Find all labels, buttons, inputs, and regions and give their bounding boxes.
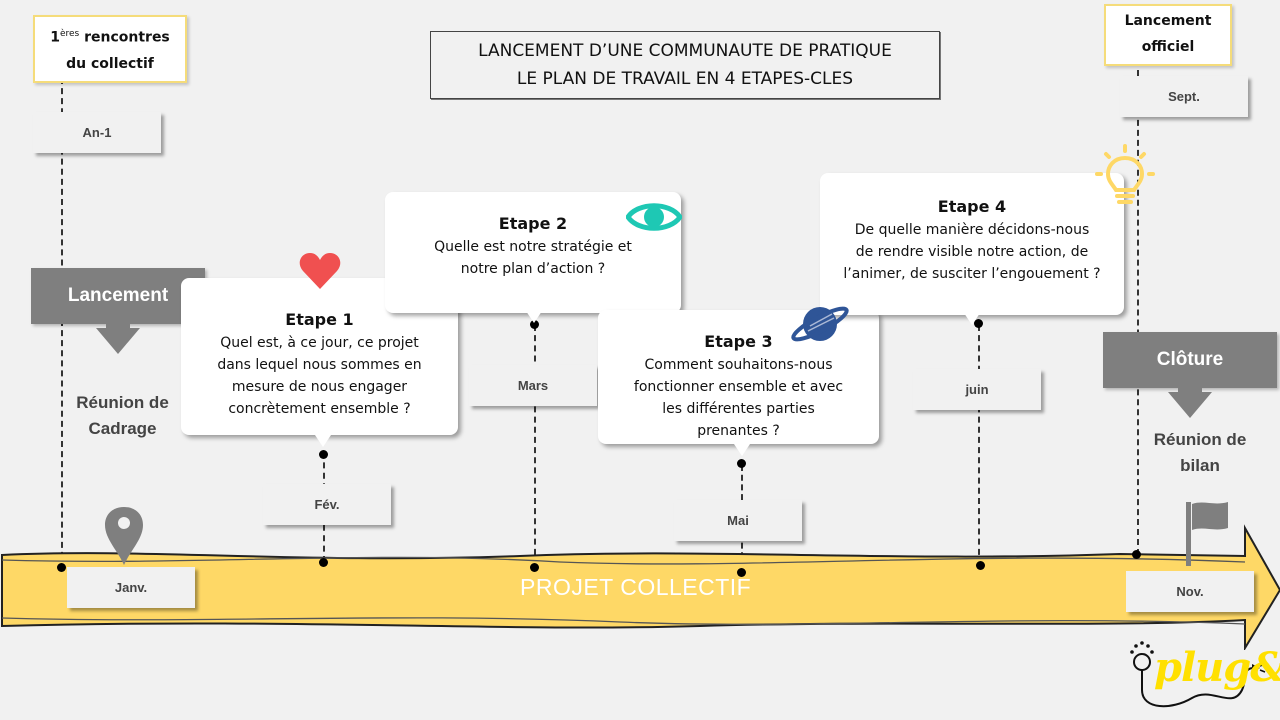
plug-logo: plug& <box>1122 640 1280 715</box>
step-4-title: Etape 4 <box>937 197 1007 216</box>
step-1-line-1: Quel est, à ce jour, ce projet <box>220 335 419 351</box>
phase-closure-sub1: Réunion de <box>1153 430 1247 449</box>
phase-launch-sub: Réunion de Cadrage <box>60 390 185 442</box>
dot-mars <box>530 563 539 572</box>
band-edge-bottom <box>1 617 1246 625</box>
step-3-title: Etape 3 <box>704 332 773 351</box>
band-edge-top <box>1 556 1246 565</box>
phase-launch-sub2: Cadrage <box>88 419 157 438</box>
dot-mai <box>737 568 746 577</box>
step-1-pointer <box>315 435 331 447</box>
step-3-pointer <box>734 444 750 456</box>
step-4-callout: Etape 4 De quelle manière décidons-nous … <box>820 173 1124 325</box>
step-1-line-3: mesure de nous engager <box>231 379 408 395</box>
logo-text: plug& <box>1154 644 1280 691</box>
step-2-line-1: Quelle est notre stratégie et <box>434 239 632 255</box>
step-4-line-3: l’animer, de susciter l’engouement ? <box>843 266 1101 282</box>
month-fev: Fév. <box>263 484 391 525</box>
map-pin-icon <box>105 507 143 565</box>
dot-mars-top <box>530 320 539 329</box>
phase-closure-sub: Réunion de bilan <box>1140 427 1260 479</box>
month-janv: Janv. <box>67 567 195 608</box>
month-mai: Mai <box>674 500 802 541</box>
title-line-1: LANCEMENT D’UNE COMMUNAUTE DE PRATIQUE <box>478 41 892 61</box>
milestone-first-meeting: 1ères rencontres du collectif <box>33 15 187 83</box>
official-launch-line1: Lancement <box>1124 13 1212 29</box>
phase-closure-stem <box>1178 388 1202 394</box>
phase-launch-stem <box>106 324 130 330</box>
title-line-2: LE PLAN DE TRAVAIL EN 4 ETAPES-CLES <box>516 69 854 89</box>
connector-mars <box>534 325 536 565</box>
dot-juin <box>976 561 985 570</box>
dot-nov <box>1132 550 1141 559</box>
page-title: LANCEMENT D’UNE COMMUNAUTE DE PRATIQUE L… <box>430 31 940 99</box>
milestone-num: 1 <box>50 29 60 46</box>
phase-closure-sub2: bilan <box>1180 456 1220 475</box>
step-2-line-2: notre plan d’action ? <box>460 261 606 277</box>
phase-launch: Lancement <box>31 268 205 324</box>
step-1-line-4: concrètement ensemble ? <box>228 401 411 417</box>
planet-icon <box>791 306 849 342</box>
step-3-line-3: les différentes parties <box>662 401 815 417</box>
phase-launch-sub1: Réunion de <box>76 393 169 412</box>
connector-sept <box>1137 60 1139 555</box>
step-4-line-2: de rendre visible notre action, de <box>855 244 1089 260</box>
month-an1: An-1 <box>33 112 161 153</box>
heart-icon <box>299 253 341 289</box>
step-4-pointer <box>964 313 980 325</box>
phase-launch-arrow <box>96 328 140 354</box>
connector-juin <box>978 325 980 565</box>
phase-closure-arrow <box>1168 392 1212 418</box>
dot-fev <box>319 558 328 567</box>
milestone-official-launch: Lancement officiel <box>1104 4 1232 66</box>
step-3-line-4: prenantes ? <box>697 423 780 439</box>
step-1-callout: Etape 1 Quel est, à ce jour, ce projet d… <box>181 278 458 447</box>
milestone-sup: ères <box>59 29 80 39</box>
month-mars: Mars <box>469 365 597 406</box>
milestone-line2: du collectif <box>66 55 154 72</box>
step-3-line-1: Comment souhaitons-nous <box>644 357 833 373</box>
step-2-title: Etape 2 <box>498 214 568 233</box>
month-sept: Sept. <box>1120 76 1248 117</box>
month-nov: Nov. <box>1126 571 1254 612</box>
month-juin: juin <box>913 369 1041 410</box>
dot-janv <box>57 563 66 572</box>
logo-bulb-icon <box>1130 641 1266 708</box>
official-launch-line2: officiel <box>1141 39 1195 55</box>
eye-icon <box>626 203 682 231</box>
step-2-pointer <box>526 311 542 323</box>
step-4-line-1: De quelle manière décidons-nous <box>854 222 1090 238</box>
lightbulb-icon <box>1095 144 1155 204</box>
phase-closure: Clôture <box>1103 332 1277 388</box>
step-1-title: Etape 1 <box>285 310 354 329</box>
dot-mai-top <box>737 459 746 468</box>
step-1-line-2: dans lequel nous sommes en <box>217 357 422 373</box>
step-3-line-2: fonctionner ensemble et avec <box>633 379 844 395</box>
band-label: PROJET COLLECTIF <box>520 574 752 600</box>
flag-icon <box>1186 502 1228 566</box>
milestone-line1: rencontres <box>79 29 170 46</box>
dot-fev-top <box>319 450 328 459</box>
